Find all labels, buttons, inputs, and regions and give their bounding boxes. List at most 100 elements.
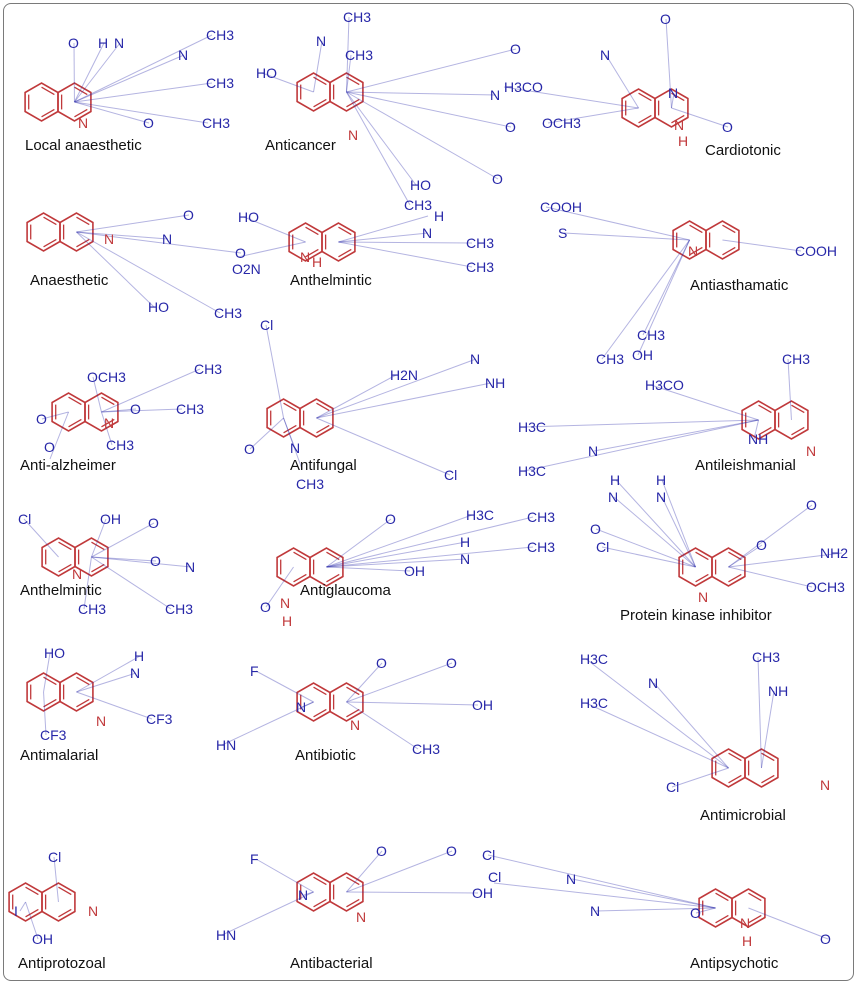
atom-label: CH3: [527, 539, 555, 555]
atom-label: HN: [216, 737, 236, 753]
bond: [661, 479, 697, 568]
bond: [670, 92, 675, 109]
bond: [101, 368, 201, 413]
atom-label: N: [296, 699, 306, 715]
atom-label: N: [674, 117, 684, 133]
activity-label: Antiglaucoma: [300, 582, 392, 599]
bond: [338, 215, 429, 243]
double-bond: [283, 402, 297, 412]
bond: [326, 541, 467, 568]
atom-label: CH3: [412, 741, 440, 757]
atom-label: N: [300, 249, 310, 265]
bond: [787, 358, 792, 421]
double-bond: [76, 676, 90, 686]
double-bond: [638, 92, 652, 102]
double-bond: [76, 238, 90, 248]
atom-label: CH3: [466, 235, 494, 251]
bond: [593, 419, 759, 452]
atom-label: N: [470, 351, 480, 367]
atom-label: N: [490, 87, 500, 103]
double-bond: [101, 396, 115, 406]
atom-label: HO: [238, 209, 259, 225]
bond: [642, 239, 690, 336]
atom-label: Cl: [18, 511, 31, 527]
activity-label: Antileishmanial: [695, 457, 796, 474]
atom-label: CF3: [146, 711, 173, 727]
bond: [43, 652, 51, 693]
atom-label: O: [385, 511, 396, 527]
double-bond: [638, 114, 652, 124]
atom-label: CH3: [752, 649, 780, 665]
bond: [326, 566, 411, 572]
bond: [545, 206, 690, 241]
figure-border: [3, 3, 854, 981]
atom-label: N: [356, 909, 366, 925]
ring-1: [705, 220, 740, 260]
atom-label: O: [756, 537, 767, 553]
atom-label: O: [143, 115, 154, 131]
double-bond: [761, 774, 775, 784]
bond: [338, 241, 473, 268]
atom-label: H3C: [466, 507, 494, 523]
double-bond: [101, 418, 115, 428]
double-bond: [689, 246, 703, 256]
bond: [346, 662, 383, 703]
activity-label: Antifungal: [290, 457, 357, 474]
atom-label: H: [460, 534, 470, 550]
double-bond: [728, 573, 742, 583]
quinoline-core-icon: [672, 220, 740, 260]
atom-label: H: [742, 933, 752, 949]
double-bond: [305, 248, 319, 258]
atom-label: H: [312, 254, 322, 270]
bond: [493, 882, 716, 909]
bond: [49, 411, 70, 460]
double-bond: [68, 396, 82, 406]
quinoline-core-icon: [41, 537, 109, 577]
bond: [100, 411, 113, 446]
activity-label: Anthelmintic: [20, 582, 102, 599]
ring-1: [59, 212, 94, 252]
ring-1: [59, 672, 94, 712]
activity-label: Anthelmintic: [290, 272, 372, 289]
bond: [316, 382, 492, 419]
atom-label: F: [250, 663, 259, 679]
bond: [760, 690, 775, 769]
atom-label: N: [806, 443, 816, 459]
bond: [74, 54, 185, 103]
bond: [255, 670, 314, 703]
bond: [83, 556, 92, 610]
bond: [346, 91, 497, 96]
atom-label: CH3: [596, 351, 624, 367]
atom-label: H3C: [580, 651, 608, 667]
atom-label: OH: [632, 347, 653, 363]
bond: [585, 658, 729, 769]
bond: [101, 408, 137, 413]
activity-label: Cardiotonic: [705, 142, 781, 159]
ring-0: [24, 82, 59, 122]
atom-label: N: [290, 440, 300, 456]
bond: [346, 701, 419, 750]
double-bond: [58, 886, 72, 896]
bond: [653, 682, 729, 769]
atom-label: CH3: [176, 401, 204, 417]
activity-label: Anti-alzheimer: [20, 457, 116, 474]
quinoline-core-icon: [296, 682, 364, 722]
bond: [255, 858, 314, 893]
bond: [601, 239, 690, 360]
double-bond: [313, 98, 327, 108]
atom-label: CH3: [782, 351, 810, 367]
double-bond: [43, 216, 57, 226]
atom-label: N: [178, 47, 188, 63]
bond: [237, 241, 306, 258]
atom-label: N: [280, 595, 290, 611]
bond: [728, 566, 813, 588]
atom-label: N: [648, 675, 658, 691]
